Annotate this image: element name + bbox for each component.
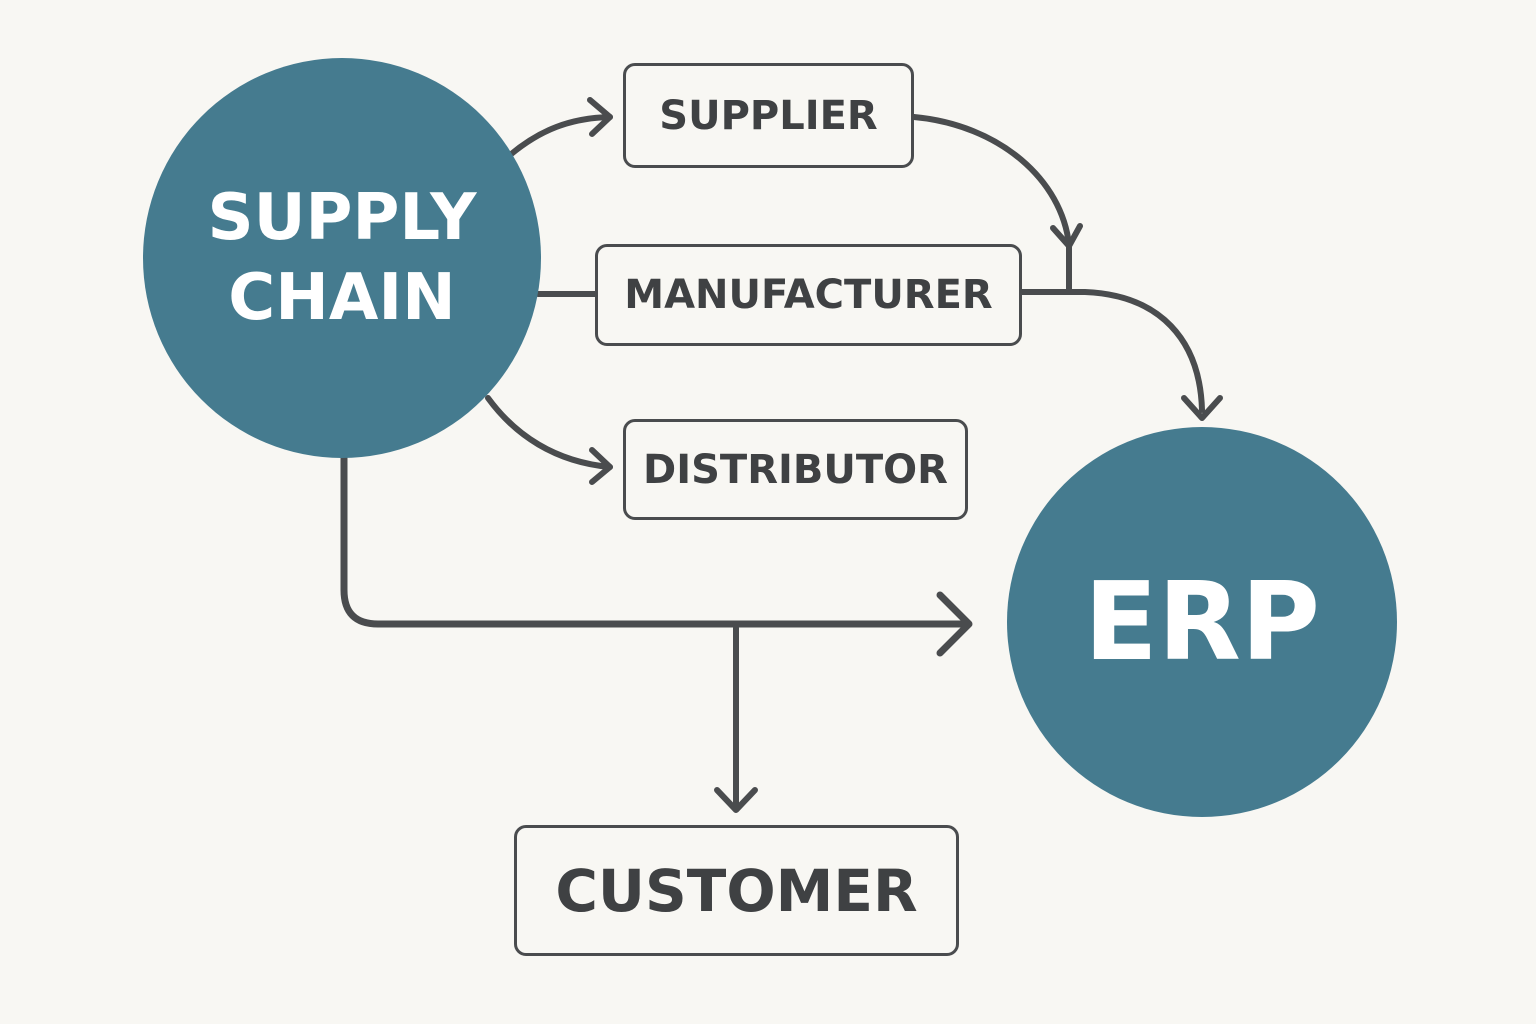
supply-chain-label-line1: SUPPLY xyxy=(207,181,477,255)
arrowhead-customer-icon xyxy=(714,787,758,813)
supplier-node[interactable]: SUPPLIER xyxy=(623,63,914,168)
arrowhead-supplier-down-icon xyxy=(1050,223,1083,249)
manufacturer-label: MANUFACTURER xyxy=(624,272,993,318)
arrowhead-distributor-icon xyxy=(589,447,613,485)
customer-label: CUSTOMER xyxy=(555,856,918,925)
edge-supply-chain-to-supplier xyxy=(507,114,613,158)
erp-node[interactable]: ERP xyxy=(1007,427,1397,817)
erp-label: ERP xyxy=(1083,559,1321,685)
arrowhead-erp-icon xyxy=(1181,395,1223,421)
supply-chain-label-line2: CHAIN xyxy=(228,261,456,335)
supplier-label: SUPPLIER xyxy=(659,92,878,139)
arrowhead-erp-horizontal-icon xyxy=(936,591,973,657)
edge-supply-chain-to-erp xyxy=(340,454,972,628)
customer-node[interactable]: CUSTOMER xyxy=(514,825,959,956)
edge-manufacturer-to-erp xyxy=(1019,289,1205,413)
arrowhead-supplier-icon xyxy=(587,97,613,137)
edge-supplier-to-manufacturer-link xyxy=(911,114,1072,295)
manufacturer-node[interactable]: MANUFACTURER xyxy=(595,244,1022,346)
edge-supply-chain-to-distributor xyxy=(485,395,613,470)
distributor-label: DISTRIBUTOR xyxy=(643,446,948,493)
distributor-node[interactable]: DISTRIBUTOR xyxy=(623,419,968,520)
supply-chain-node[interactable]: SUPPLY CHAIN xyxy=(143,58,541,458)
